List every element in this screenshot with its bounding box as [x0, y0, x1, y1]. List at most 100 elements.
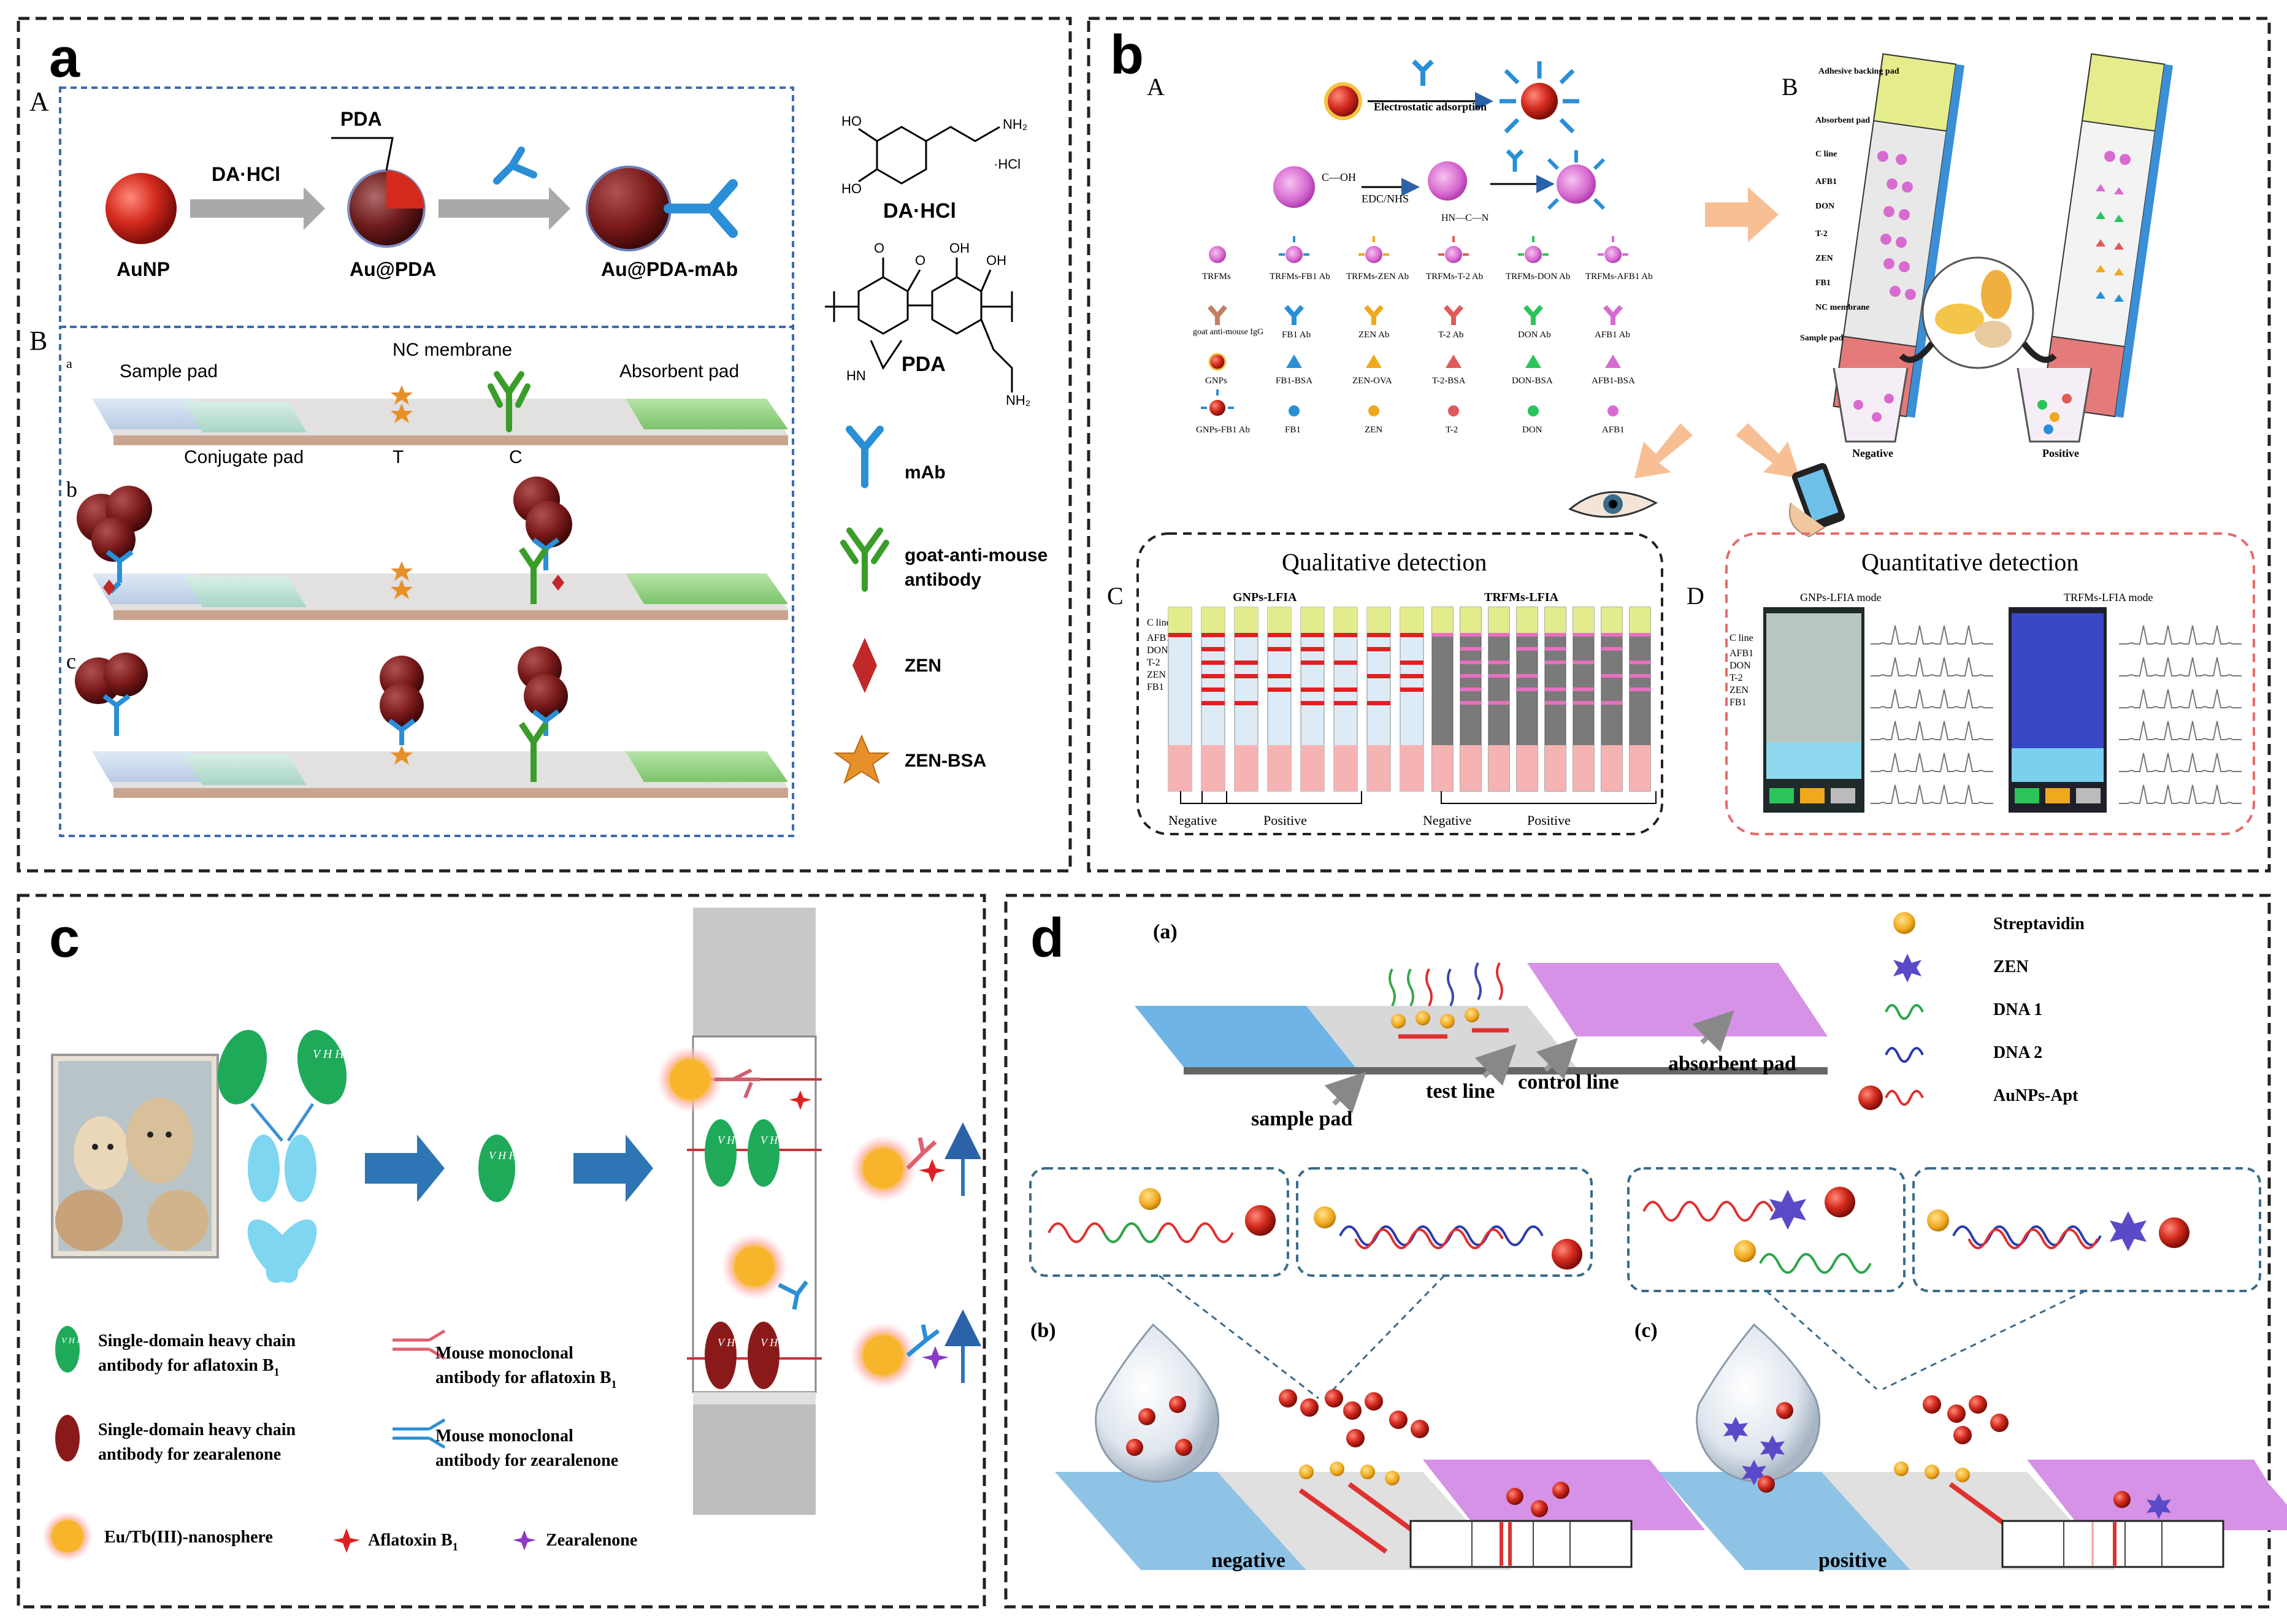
panel-d: d (a) samp [1004, 894, 2287, 1609]
svg-text:DON Ab: DON Ab [1518, 330, 1551, 340]
svg-text:Mouse monoclonal: Mouse monoclonal [435, 1427, 573, 1446]
pda-structure [825, 258, 1013, 393]
svg-text:DON: DON [1815, 202, 1834, 211]
svg-text:positive: positive [1818, 1549, 1887, 1572]
svg-text:Negative: Negative [1852, 447, 1893, 459]
svg-text:ZEN: ZEN [1365, 425, 1382, 435]
panel-a: a A AuNP DA·HCl PDA Au@PDA Au@PDA-mAb HO… [17, 17, 1072, 873]
gnps-strip [1267, 607, 1292, 792]
peak-trace [2119, 625, 2242, 645]
svg-text:(c): (c) [1634, 1319, 1658, 1342]
arrow-2-icon [573, 1135, 653, 1202]
svg-text:antibody for aflatoxin B1: antibody for aflatoxin B1 [435, 1368, 617, 1390]
gnps-qual-strips [1168, 607, 1424, 792]
svg-text:C—OH: C—OH [1322, 171, 1356, 183]
trfms-strip [1460, 607, 1482, 792]
gnps-strip [1333, 607, 1358, 792]
absorbent-pad-label: Absorbent pad [619, 361, 739, 381]
svg-text:goat anti-mouse IgG: goat anti-mouse IgG [1193, 327, 1263, 337]
quant-peak-traces [1871, 625, 2242, 804]
svg-text:TRFMs-FB1 Ab: TRFMs-FB1 Ab [1270, 272, 1330, 282]
dahcl-arrow-label: DA·HCl [212, 163, 280, 185]
callout-negative-1 [1048, 1188, 1276, 1243]
result-negative [1409, 1520, 1633, 1568]
panel-b-strips: Adhesive backing pad Absorbent pad C lin… [1800, 53, 2174, 459]
svg-text:V H H: V H H [489, 1149, 518, 1162]
gnps-strip [1400, 607, 1424, 792]
svg-text:ZEN Ab: ZEN Ab [1358, 330, 1389, 340]
svg-text:T-2: T-2 [1147, 657, 1160, 668]
nc-membrane-label: NC membrane [393, 340, 512, 360]
svg-text:NC membrane: NC membrane [1815, 303, 1869, 312]
svg-text:Adhesive backing pad: Adhesive backing pad [1818, 67, 1899, 76]
panel-b-letter: b [1110, 25, 1144, 86]
zen-legend-icon [852, 638, 877, 693]
trfms-strip [1431, 607, 1454, 792]
svg-text:C line: C line [1730, 633, 1753, 643]
legend-goat-1: goat-anti-mouse [905, 545, 1048, 565]
gnps-strip [1168, 607, 1192, 792]
trfms-strip [1573, 607, 1595, 792]
svg-text:negative: negative [1211, 1549, 1285, 1572]
gnps-strip [1300, 607, 1325, 792]
panel-c-strip: V H H V H H V H H V H H [656, 908, 822, 1515]
panel-a-letter: a [49, 28, 80, 89]
peak-trace [2119, 784, 2242, 804]
svg-text:ZEN: ZEN [1993, 957, 2029, 976]
qual-title: Qualitative detection [1282, 548, 1487, 576]
svg-text:O: O [874, 240, 884, 256]
quant-labels: C line AFB1 DON T-2 ZEN FB1 [1730, 633, 1753, 708]
svg-text:V H H: V H H [313, 1048, 345, 1061]
svg-text:ZEN-OVA: ZEN-OVA [1352, 376, 1392, 386]
mab-small-icon [493, 147, 537, 185]
svg-text:Negative: Negative [1423, 813, 1471, 828]
svg-text:sample pad: sample pad [1251, 1108, 1352, 1130]
svg-text:C line: C line [1815, 150, 1837, 159]
strip-label-list: Adhesive backing pad Absorbent pad C lin… [1800, 67, 1899, 343]
panel-b-tag-D: D [1687, 582, 1704, 610]
svg-text:HN: HN [846, 368, 866, 383]
peak-trace [1871, 721, 1993, 740]
svg-text:AFB1: AFB1 [1147, 633, 1171, 643]
panel-b-tag-C: C [1107, 582, 1124, 610]
svg-text:DON: DON [1147, 645, 1168, 656]
svg-text:antibody for aflatoxin B1: antibody for aflatoxin B1 [98, 1356, 280, 1378]
svg-text:AFB1: AFB1 [1730, 648, 1753, 659]
peak-trace [2119, 657, 2242, 676]
sample-pad-label: Sample pad [120, 361, 218, 381]
svg-text:V H H: V H H [61, 1336, 83, 1346]
svg-text:test line: test line [1426, 1080, 1495, 1103]
svg-text:V H H: V H H [718, 1134, 746, 1146]
strip-a [92, 399, 788, 445]
panel-b-tag-A: A [1147, 73, 1165, 101]
trfms-strip [1629, 607, 1651, 792]
svg-text:GNPs: GNPs [1205, 376, 1227, 386]
callout-positive-1 [1642, 1187, 1872, 1274]
chem-dahcl-label: DA·HCl [883, 199, 956, 223]
svg-text:Absorbent pad: Absorbent pad [1815, 116, 1870, 125]
strip-a-stars [391, 385, 413, 423]
svg-text:Streptavidin: Streptavidin [1993, 914, 2085, 933]
gnps-strip [1366, 607, 1391, 792]
svg-text:Negative: Negative [1168, 813, 1217, 828]
aunp-label: AuNP [117, 258, 170, 280]
arrow-mab-icon [439, 187, 570, 230]
svg-text:OH: OH [949, 240, 970, 256]
zen-bsa-legend-icon [833, 734, 891, 784]
panel-a-tag-B: B [29, 326, 47, 356]
svg-text:TRFMs-ZEN Ab: TRFMs-ZEN Ab [1346, 272, 1409, 282]
svg-text:HO: HO [841, 181, 862, 196]
svg-text:HO: HO [841, 113, 862, 129]
au-pda-label: Au@PDA [350, 258, 436, 280]
panel-d-legend: Streptavidin ZEN DNA 1 DNA 2 AuNPs-Apt [1858, 912, 2085, 1110]
svg-text:ZEN: ZEN [1147, 670, 1166, 680]
svg-text:T-2 Ab: T-2 Ab [1438, 330, 1464, 340]
peak-trace [1871, 784, 1993, 804]
svg-text:NH₂: NH₂ [1006, 393, 1030, 408]
svg-text:AuNPs-Apt: AuNPs-Apt [1993, 1086, 2078, 1105]
panel-c-letter: c [49, 908, 80, 969]
au-pda-mab-label: Au@PDA-mAb [601, 258, 738, 280]
svg-text:TRFMs-LFIA mode: TRFMs-LFIA mode [2064, 591, 2153, 603]
peak-trace [2119, 721, 2242, 740]
legend-goat-2: antibody [905, 570, 981, 590]
